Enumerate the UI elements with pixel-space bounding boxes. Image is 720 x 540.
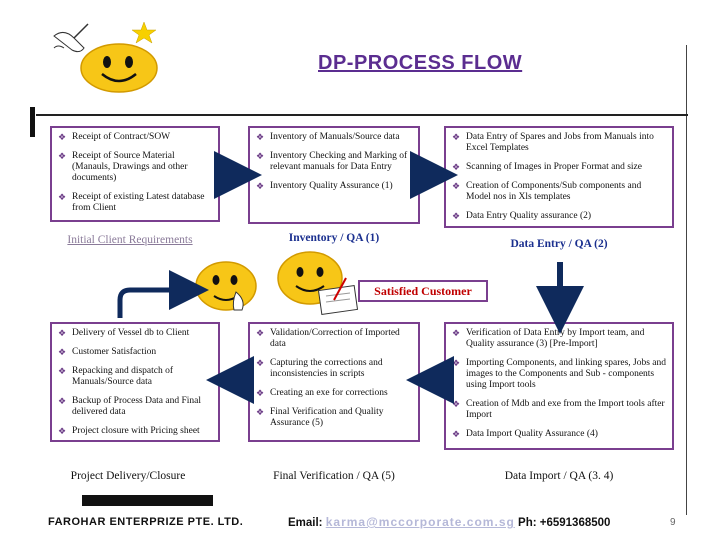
slide-right-rule: [686, 45, 687, 515]
initial-requirements-label: Initial Client Requirements: [67, 234, 193, 246]
footer-bar: [82, 495, 213, 506]
data-entry-label: Data Entry / QA (2): [510, 238, 608, 250]
list-item: Validation/Correction of Imported data: [256, 328, 412, 350]
list-item: Project closure with Pricing sheet: [58, 426, 212, 437]
contact-line: Email: karma@mccorporate.com.sg Ph: +659…: [288, 515, 610, 529]
list-item: Creating an exe for corrections: [256, 388, 412, 399]
list-item: Data Import Quality Assurance (4): [452, 429, 666, 440]
final-verification-label: Final Verification / QA (5): [273, 470, 395, 482]
slide-top-rule: [36, 114, 688, 116]
phone-number: Ph: +6591368500: [518, 517, 611, 529]
list-item: Creation of Mdb and exe from the Import …: [452, 399, 666, 421]
project-delivery-label: Project Delivery/Closure: [70, 470, 186, 482]
page-title: DP-PROCESS FLOW: [318, 52, 523, 74]
list-item: Importing Components, and linking spares…: [452, 358, 666, 391]
list-item: Inventory of Manuals/Source data: [256, 132, 412, 143]
list-item: Data Entry of Spares and Jobs from Manua…: [452, 132, 666, 154]
project-delivery-box: Delivery of Vessel db to Client Customer…: [50, 322, 220, 442]
list-item: Backup of Process Data and Final deliver…: [58, 396, 212, 418]
inventory-label: Inventory / QA (1): [288, 232, 380, 244]
list-item: Receipt of Contract/SOW: [58, 132, 212, 143]
inventory-box: Inventory of Manuals/Source data Invento…: [248, 126, 420, 224]
arrow-loop-up: [117, 270, 209, 318]
initial-requirements-box: Receipt of Contract/SOW Receipt of Sourc…: [50, 126, 220, 222]
company-name: FAROHAR ENTERPRIZE PTE. LTD.: [48, 516, 244, 528]
smiley-thinking-icon: [195, 261, 257, 311]
page-number: 9: [670, 517, 676, 528]
list-item: Receipt of existing Latest database from…: [58, 192, 212, 214]
email-link[interactable]: karma@mccorporate.com.sg: [325, 515, 515, 529]
list-item: Data Entry Quality assurance (2): [452, 211, 666, 222]
list-item: Customer Satisfaction: [58, 347, 212, 358]
list-item: Repacking and dispatch of Manuals/Source…: [58, 366, 212, 388]
email-label: Email:: [288, 517, 323, 529]
final-verification-box: Validation/Correction of Imported data C…: [248, 322, 420, 442]
list-item: Receipt of Source Material (Manauls, Dra…: [58, 151, 212, 184]
data-import-label: Data Import / QA (3. 4): [504, 470, 614, 482]
list-item: Capturing the corrections and inconsiste…: [256, 358, 412, 380]
list-item: Delivery of Vessel db to Client: [58, 328, 212, 339]
satisfied-customer-badge: Satisfied Customer: [358, 280, 488, 302]
smiley-pointing-icon: [53, 21, 158, 93]
list-item: Final Verification and Quality Assurance…: [256, 407, 412, 429]
slide-corner-mark: [30, 107, 35, 137]
smiley-writing-icon: [277, 251, 359, 315]
